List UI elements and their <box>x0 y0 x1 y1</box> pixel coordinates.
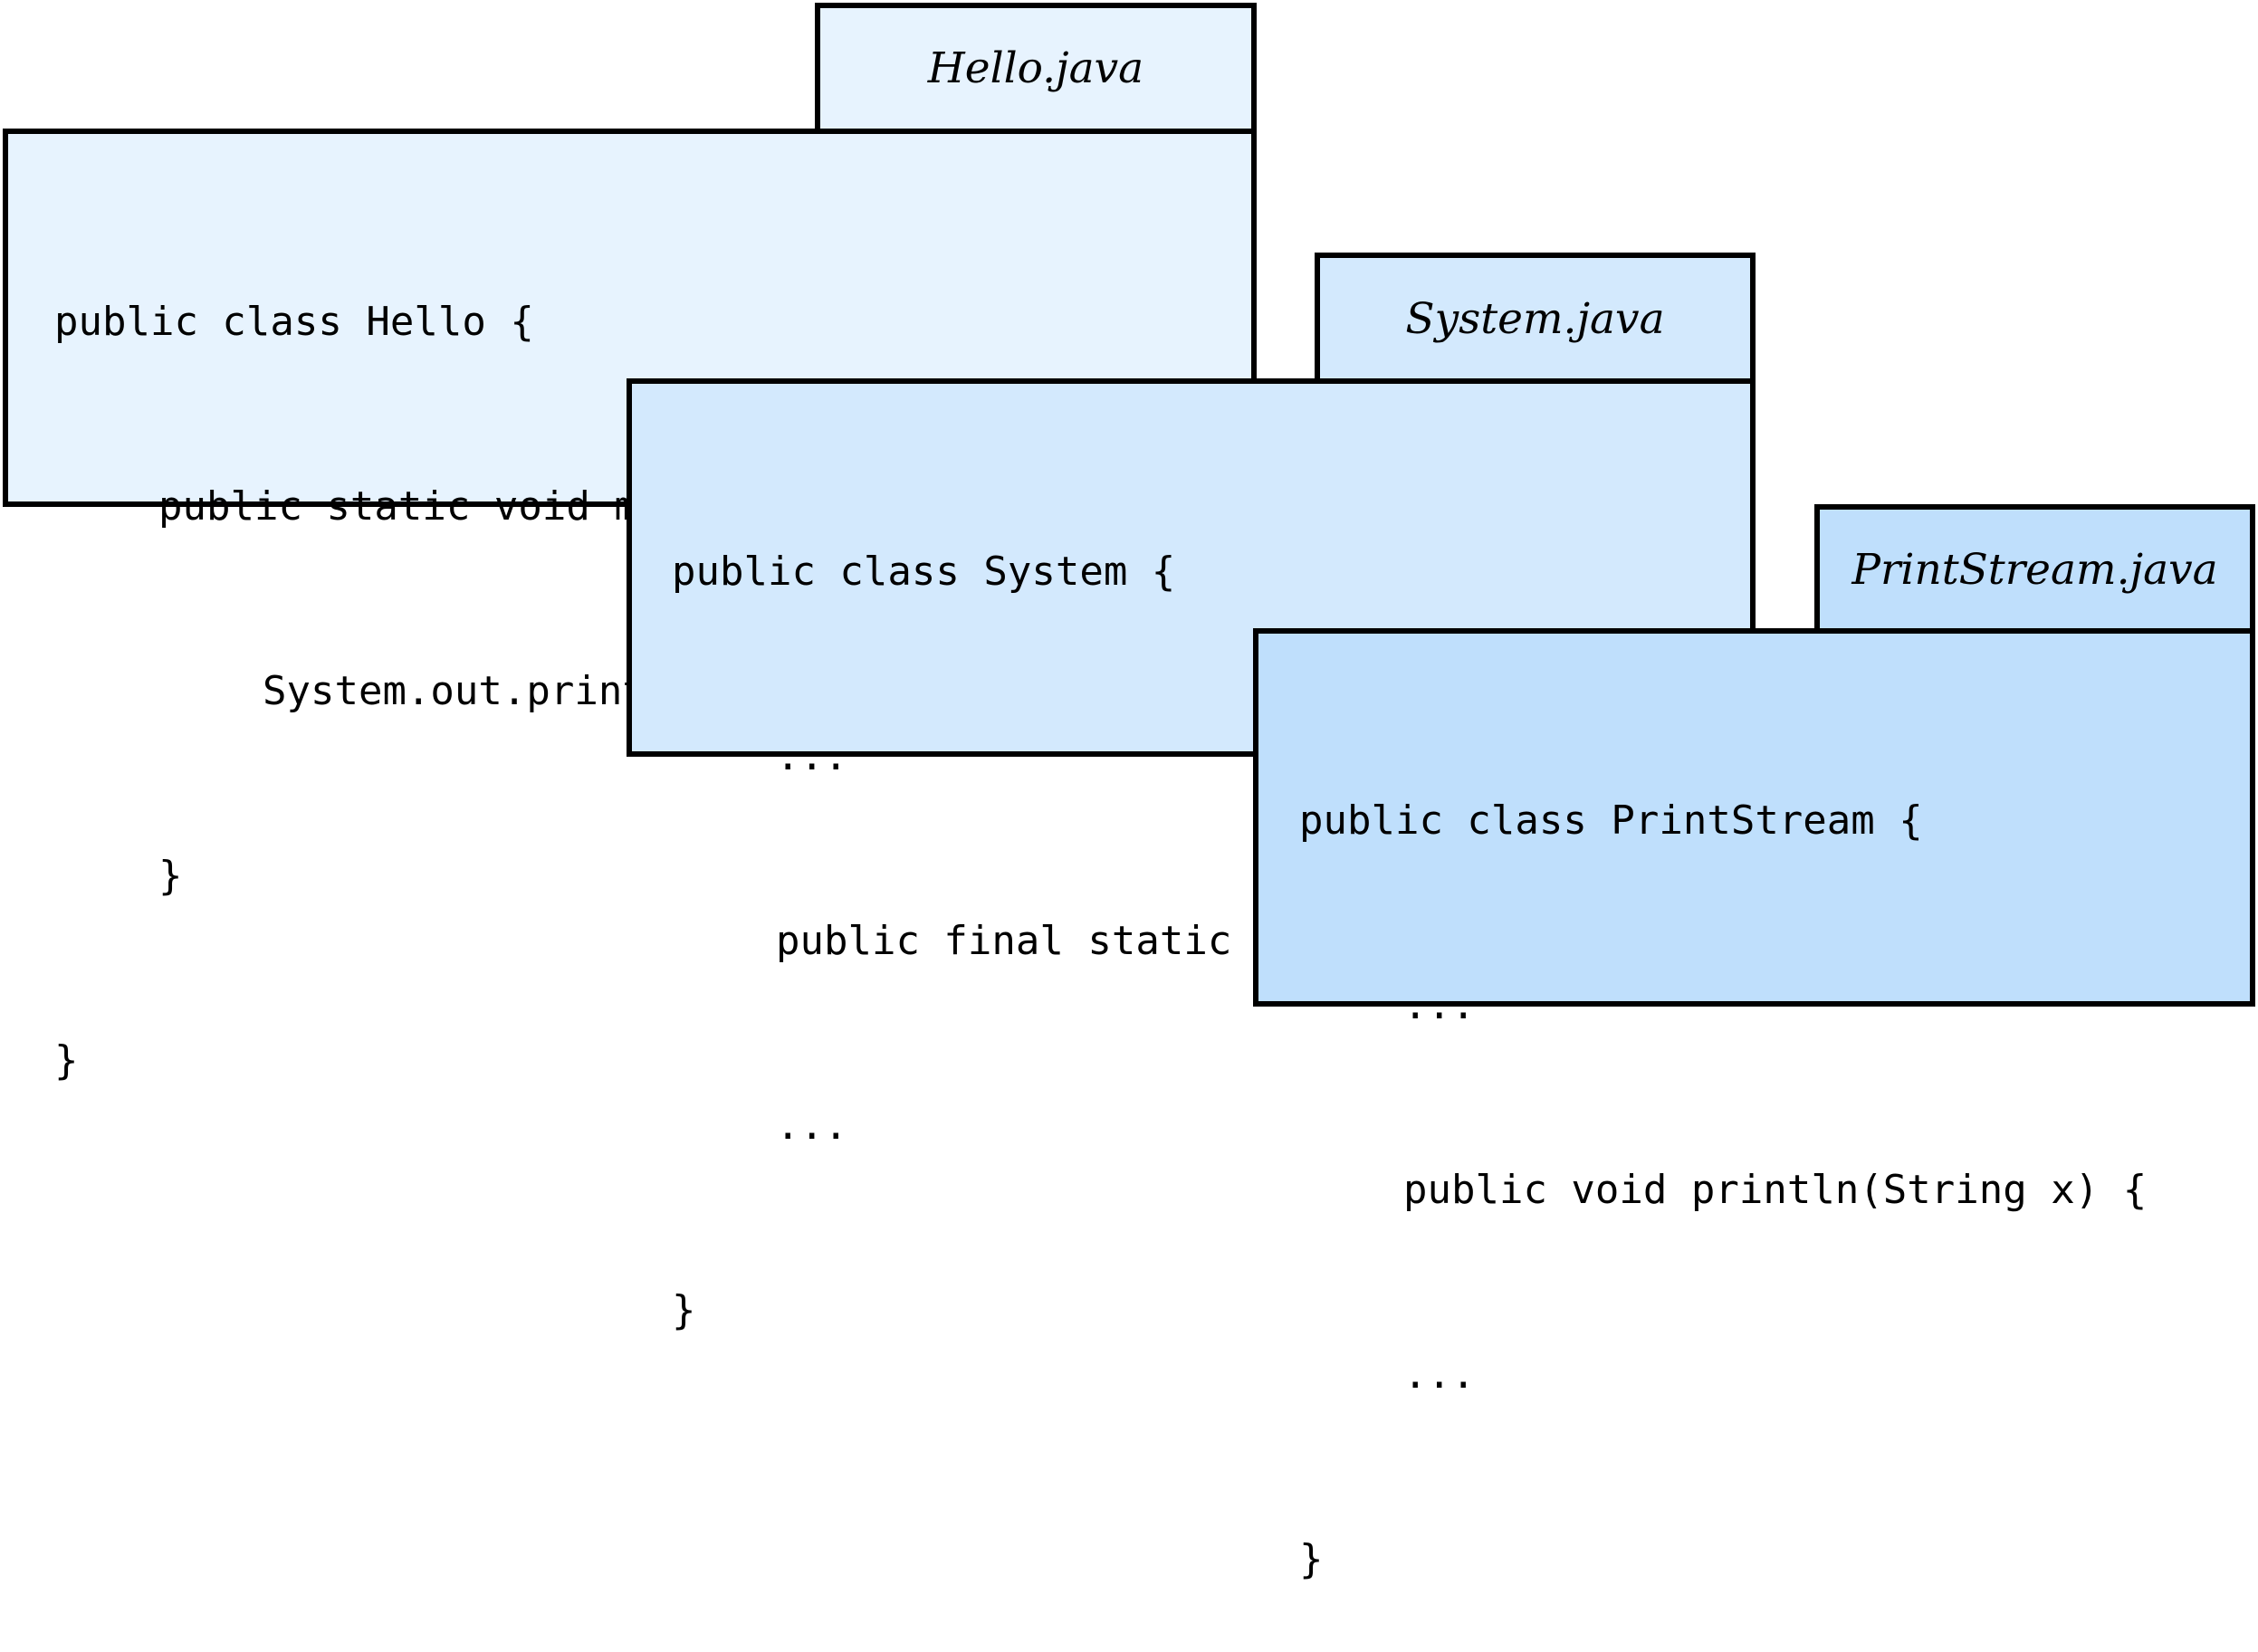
code-line: public class Hello { <box>54 299 534 345</box>
code-line: } <box>158 853 183 899</box>
file-tab-system: System.java <box>1315 253 1756 385</box>
code-line: } <box>1299 1536 1324 1582</box>
filename-label: PrintStream.java <box>1851 544 2218 595</box>
file-tab-hello: Hello.java <box>815 3 1257 134</box>
filename-label: Hello.java <box>927 43 1144 93</box>
code-block-printstream: public class PrintStream { ... public vo… <box>1299 667 2147 1652</box>
file-tab-printstream: PrintStream.java <box>1814 504 2255 635</box>
code-line: ... <box>1403 982 1476 1028</box>
code-line: ... <box>1403 1351 1476 1398</box>
filename-label: System.java <box>1405 293 1665 344</box>
code-line: public class System { <box>672 549 1176 595</box>
code-panel-printstream <box>1253 628 2255 1007</box>
code-line: public class PrintStream { <box>1299 797 1923 844</box>
code-line: ... <box>776 733 848 779</box>
code-line: public void println(String x) { <box>1403 1167 2148 1213</box>
